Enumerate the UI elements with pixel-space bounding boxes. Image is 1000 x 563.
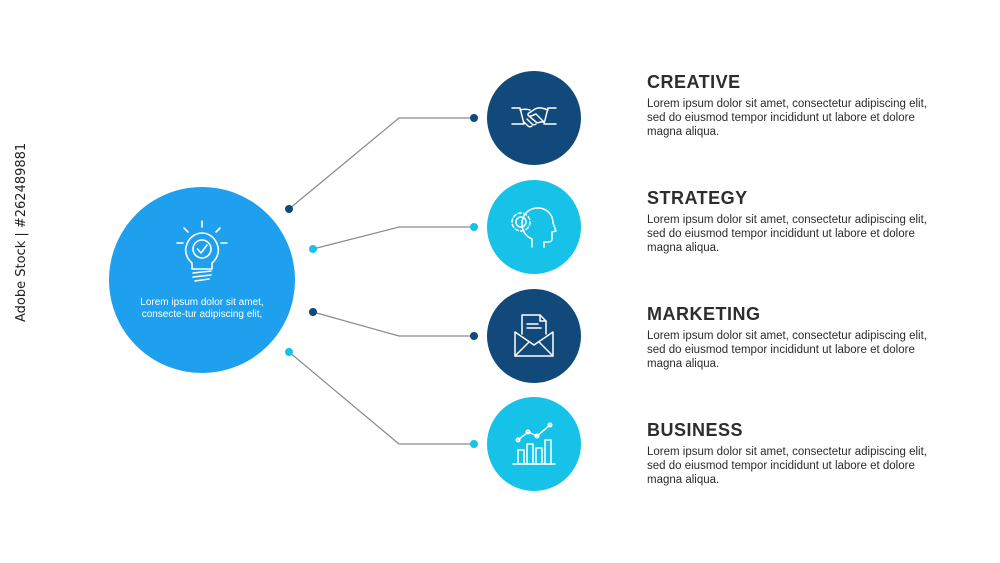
watermark-strip: Adobe Stock | #262489881 (0, 0, 40, 563)
text-block-marketing: MARKETING Lorem ipsum dolor sit amet, co… (647, 303, 967, 371)
hub-text: Lorem ipsum dolor sit amet, consecte-tur… (140, 297, 264, 320)
central-hub-circle: Lorem ipsum dolor sit amet, consecte-tur… (109, 187, 295, 373)
node-business (487, 397, 581, 491)
title-strategy: STRATEGY (647, 188, 748, 208)
text-block-strategy: STRATEGY Lorem ipsum dolor sit amet, con… (647, 187, 967, 255)
connector-marketing (312, 311, 474, 337)
title-marketing: MARKETING (647, 304, 761, 324)
connector-dot-business-start (285, 348, 293, 356)
node-creative (487, 71, 581, 165)
handshake-icon (511, 107, 557, 128)
watermark-text: Adobe Stock | #262489881 (14, 142, 29, 322)
connector-dot-creative-end (470, 114, 478, 122)
connector-dot-business-end (470, 440, 478, 448)
connector-business (288, 351, 474, 445)
title-business: BUSINESS (647, 420, 744, 440)
description-strategy: Lorem ipsum dolor sit amet, consectetur … (647, 214, 927, 254)
title-creative: CREATIVE (647, 72, 741, 92)
lightbulb-check-icon (176, 220, 228, 282)
text-block-creative: CREATIVE Lorem ipsum dolor sit amet, con… (647, 71, 967, 139)
connector-dot-creative-start (285, 205, 293, 213)
connector-dot-strategy-end (470, 223, 478, 231)
head-gear-icon (511, 207, 557, 248)
bar-chart-growth-icon (512, 422, 556, 465)
connector-dot-marketing-end (470, 332, 478, 340)
description-creative: Lorem ipsum dolor sit amet, consectetur … (647, 98, 927, 138)
node-strategy (487, 180, 581, 274)
description-marketing: Lorem ipsum dolor sit amet, consectetur … (647, 330, 927, 370)
connector-creative (288, 117, 474, 210)
connector-dot-strategy-start (309, 245, 317, 253)
text-block-business: BUSINESS Lorem ipsum dolor sit amet, con… (647, 419, 967, 487)
description-business: Lorem ipsum dolor sit amet, consectetur … (647, 446, 927, 486)
connector-dot-marketing-start (309, 308, 317, 316)
connector-strategy (312, 226, 474, 250)
node-marketing (487, 289, 581, 383)
envelope-document-icon (514, 314, 554, 357)
